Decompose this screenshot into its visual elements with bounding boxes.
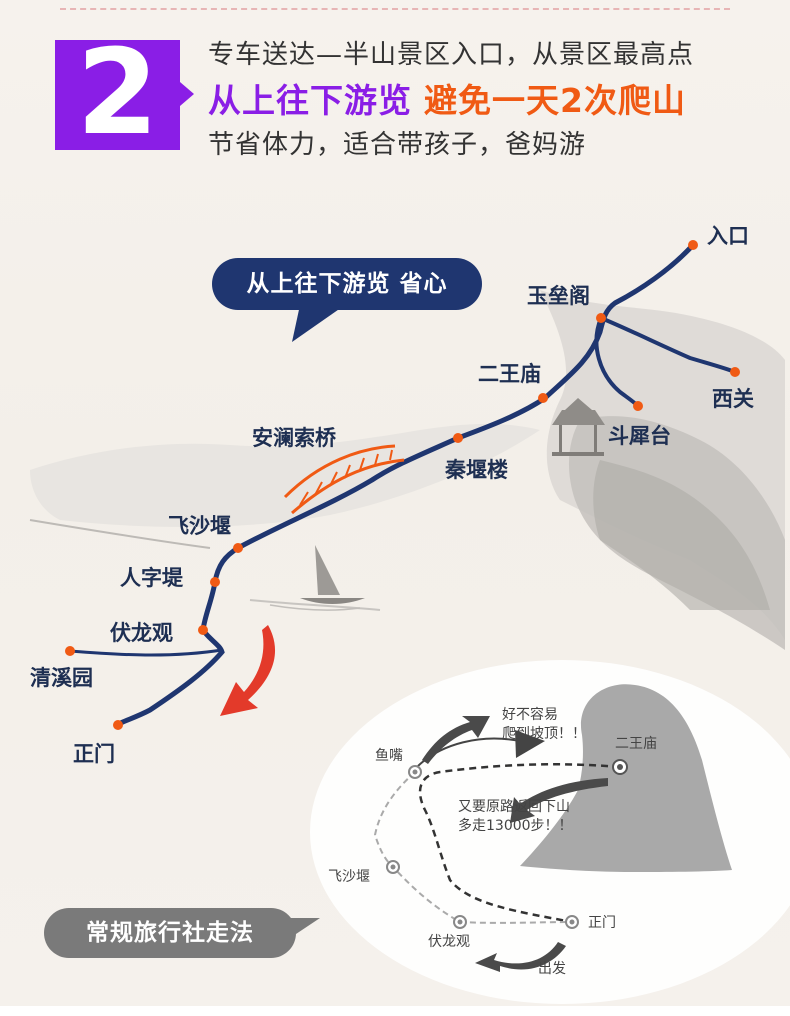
- label-entrance: 入口: [707, 224, 749, 248]
- inset-label-erwang-temple: 二王庙: [615, 736, 657, 752]
- step-number: 2: [76, 23, 159, 161]
- note-top-line1: 好不容易: [502, 707, 558, 723]
- regular-route-callout: 常规旅行社走法: [44, 908, 296, 958]
- label-qingxi-garden: 清溪园: [30, 666, 93, 690]
- headline-line2-part1: 从上往下游览: [208, 81, 412, 120]
- headline-line3: 节省体力，适合带孩子，爸妈游: [208, 130, 587, 160]
- note-mid-line2: 多走13000步！！: [458, 818, 573, 834]
- inset-label-yuzui: 鱼嘴: [375, 748, 403, 764]
- ink-mountains-illustration: [29, 290, 785, 650]
- label-douxi-terrace: 斗犀台: [608, 424, 671, 448]
- mountain-silhouette: [520, 684, 732, 872]
- inset-label-main-gate: 正门: [588, 915, 616, 931]
- inset-label-start: 出发: [538, 961, 566, 977]
- label-fulong-temple: 伏龙观: [110, 621, 173, 645]
- sailboat-illustration: [269, 545, 365, 611]
- label-yulei-pavilion: 玉垒阁: [527, 284, 590, 308]
- note-mid-line1: 又要原路返回下山: [458, 799, 570, 815]
- inset-label-fulong-temple: 伏龙观: [428, 934, 470, 950]
- label-qinyan-tower: 秦堰楼: [445, 458, 508, 482]
- headline-line1: 专车送达—半山景区入口，从景区最高点: [208, 40, 695, 70]
- label-main-gate: 正门: [73, 742, 115, 766]
- headline-line2: 从上往下游览避免一天2次爬山: [208, 74, 686, 122]
- label-xiguan: 西关: [712, 387, 754, 411]
- pavilion-illustration: [552, 398, 605, 456]
- bottom-margin: [0, 1006, 790, 1016]
- step-number-badge: 2: [55, 32, 180, 152]
- downhill-direction-arrow: [220, 625, 276, 716]
- callout-pointer: [292, 305, 345, 342]
- regular-route-inset: [310, 660, 790, 1004]
- anlan-bridge-illustration: [283, 444, 405, 515]
- label-anlan-bridge: 安澜索桥: [252, 426, 336, 450]
- label-erwang-temple: 二王庙: [478, 362, 541, 386]
- top-dashed-divider: [60, 8, 730, 10]
- badge-pointer: [180, 82, 194, 106]
- note-top-line2: 爬到坡顶！！: [502, 726, 586, 742]
- label-feisha-weir: 飞沙堰: [168, 514, 231, 538]
- route-stop-dots: [65, 240, 740, 730]
- headline-line2-part2: 避免一天2次爬山: [424, 81, 686, 120]
- downhill-callout: 从上往下游览 省心: [212, 258, 482, 310]
- recommended-route: [69, 242, 736, 728]
- inset-label-feisha-weir: 飞沙堰: [328, 869, 370, 885]
- label-renzi-dike: 人字堤: [120, 566, 183, 590]
